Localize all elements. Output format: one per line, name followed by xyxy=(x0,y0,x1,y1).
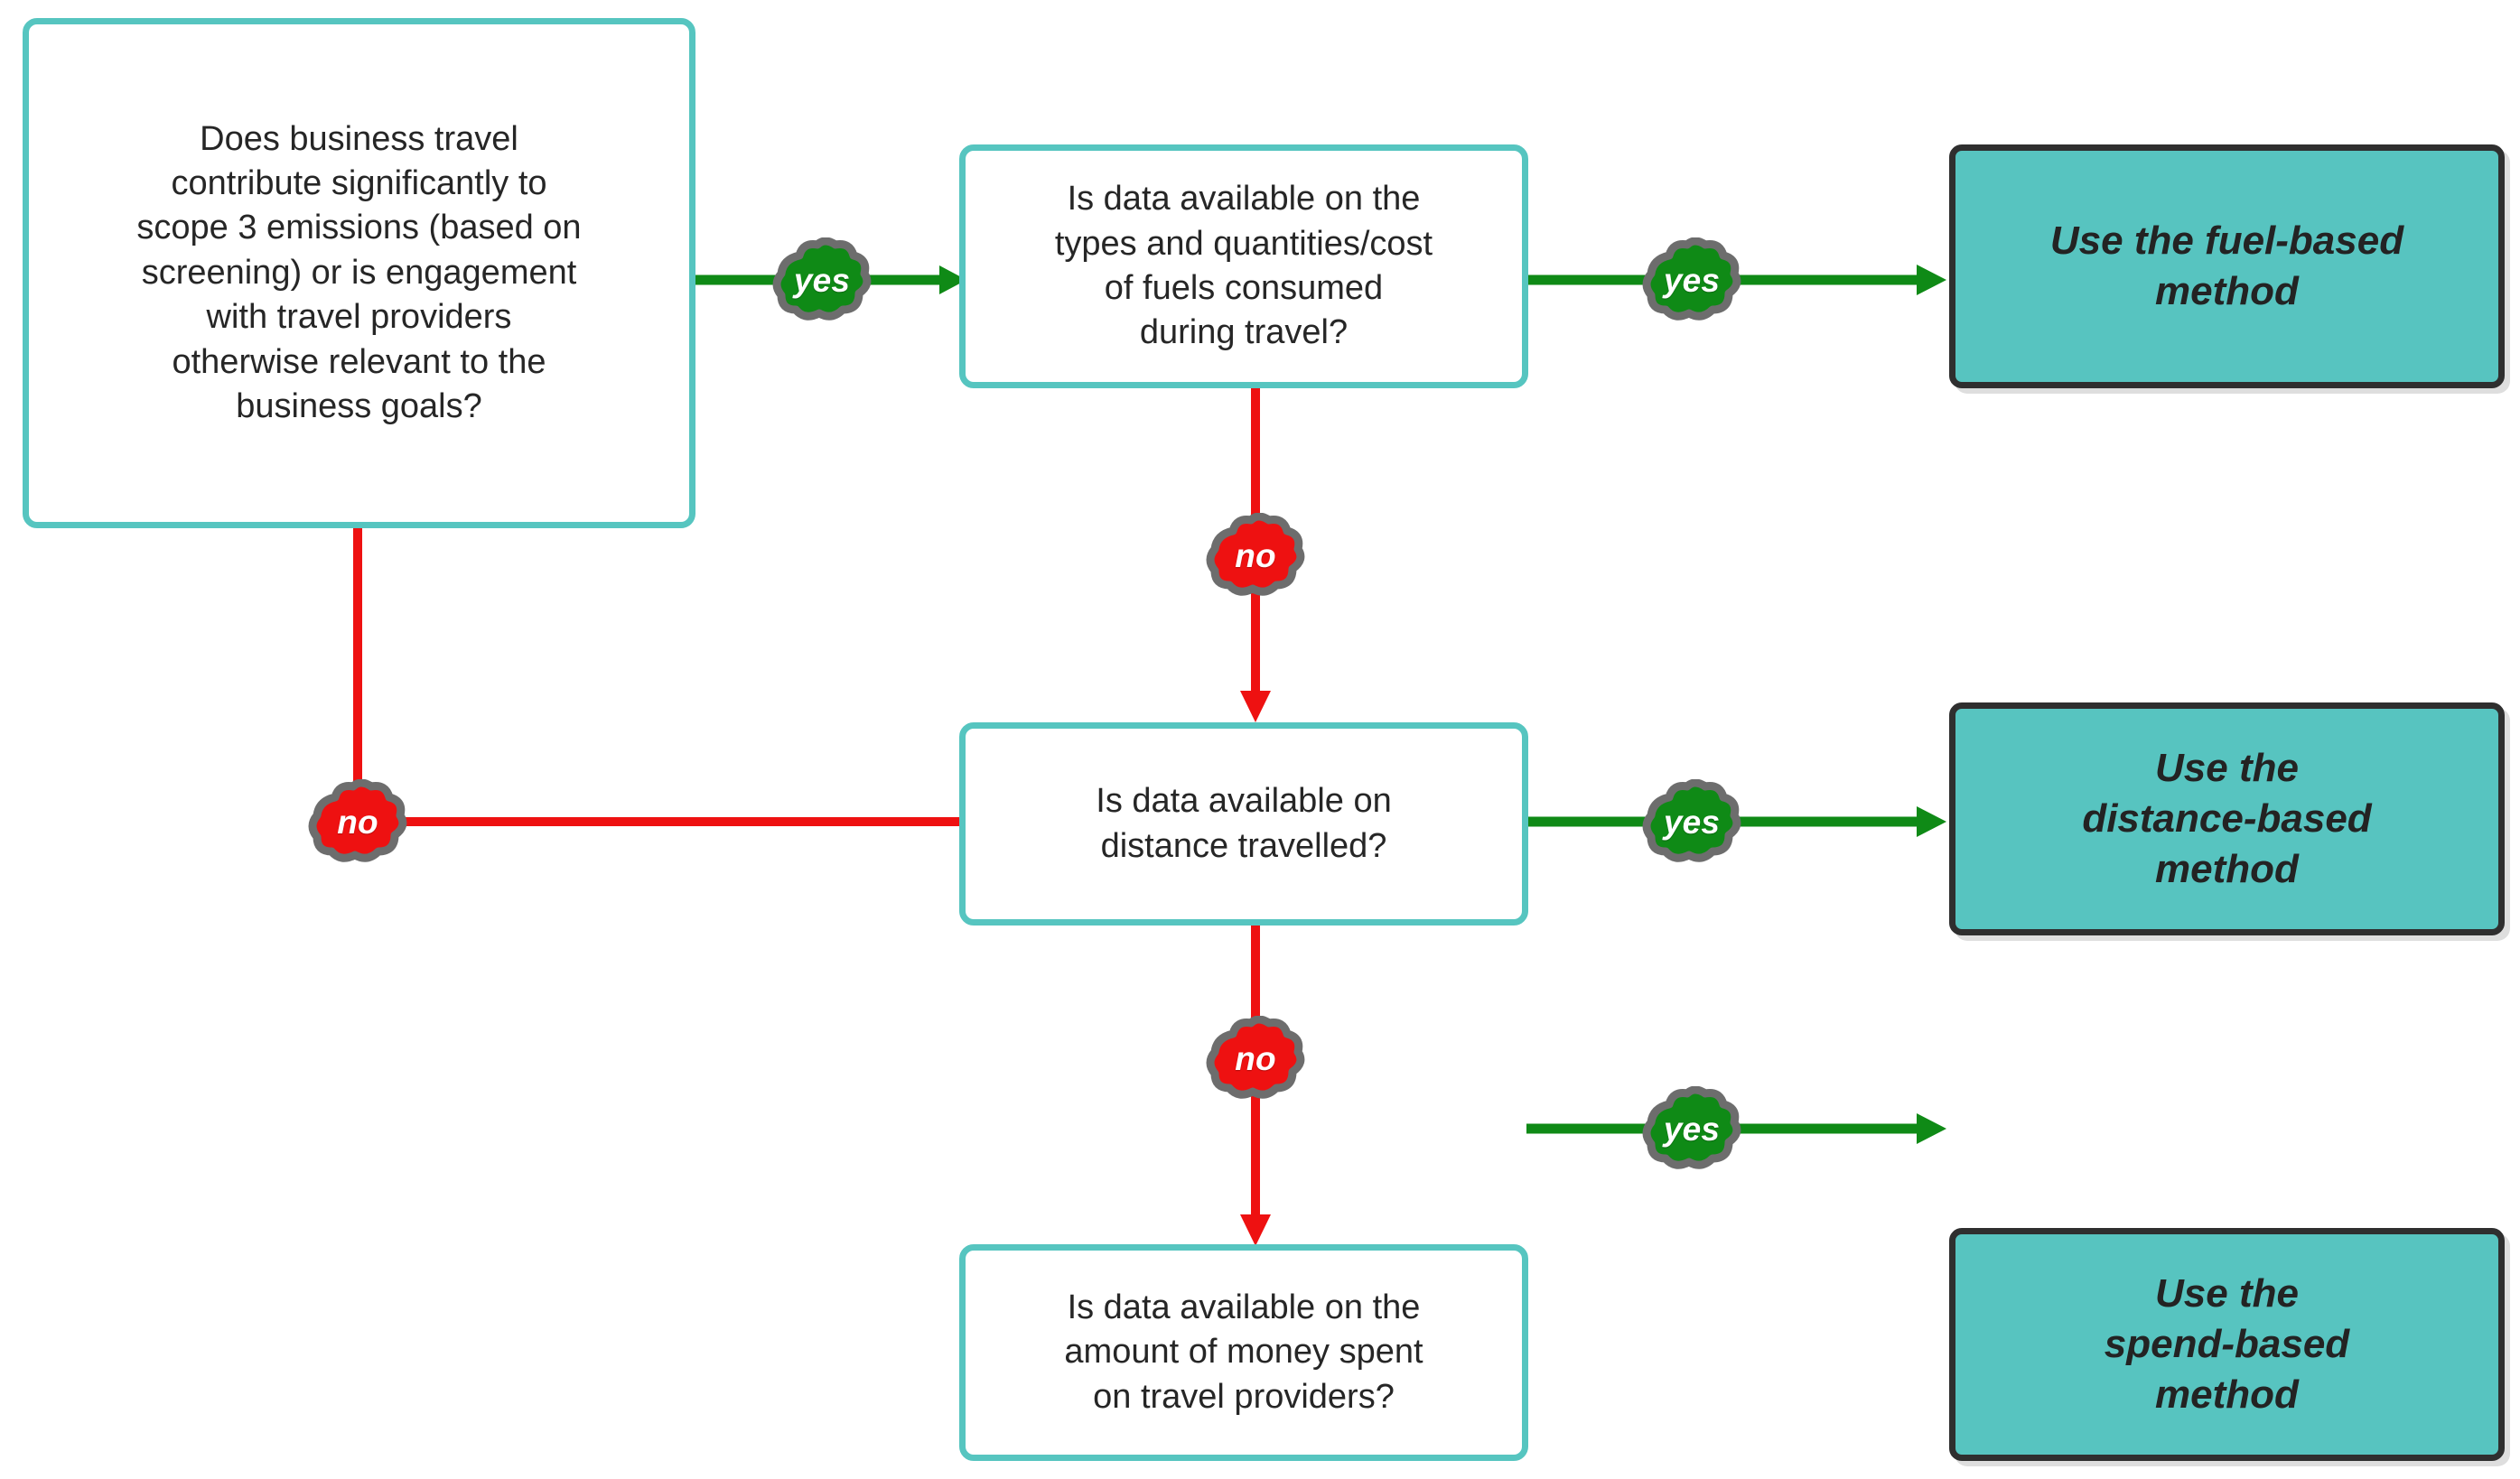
decision-spend-data[interactable]: Is data available on the amount of money… xyxy=(959,1244,1528,1461)
edge-label-significant-yes-text: yes xyxy=(793,261,851,299)
edge-label-fuel-no-text: no xyxy=(1235,536,1276,574)
edge-label-fuel-yes: yes xyxy=(1642,237,1741,322)
result-distance-based-method[interactable]: Use the distance-based method xyxy=(1949,702,2505,935)
decision-distance-data[interactable]: Is data available on distance travelled? xyxy=(959,722,1528,926)
decision-business-travel-significant-label: Does business travel contribute signific… xyxy=(136,119,582,425)
edge-label-fuel-no: no xyxy=(1206,513,1305,598)
decision-spend-data-label: Is data available on the amount of money… xyxy=(1064,1288,1423,1416)
cloud-badge-icon xyxy=(772,237,872,321)
edge-label-distance-yes: yes xyxy=(1642,779,1741,864)
decision-distance-data-label: Is data available on distance travelled? xyxy=(1096,782,1392,865)
result-spend-based-method-label: Use the spend-based method xyxy=(2104,1270,2350,1418)
edge-significant-no xyxy=(340,519,990,844)
cloud-badge-icon xyxy=(1206,1016,1305,1099)
edge-label-significant-no-text: no xyxy=(337,803,378,841)
edge-label-distance-yes-text: yes xyxy=(1663,803,1721,841)
edge-label-fuel-yes-text: yes xyxy=(1663,261,1721,299)
result-fuel-based-method-label: Use the fuel-based method xyxy=(2049,218,2404,313)
edge-label-distance-no: no xyxy=(1206,1016,1305,1101)
result-distance-based-method-label: Use the distance-based method xyxy=(2082,745,2372,892)
edge-label-distance-no-text: no xyxy=(1235,1039,1276,1077)
edge-label-significant-no: no xyxy=(308,779,407,864)
cloud-badge-icon xyxy=(1642,1086,1741,1169)
decision-fuel-data[interactable]: Is data available on the types and quant… xyxy=(959,144,1528,388)
edge-label-spend-yes-text: yes xyxy=(1663,1110,1721,1148)
cloud-badge-icon xyxy=(1642,237,1741,321)
decision-business-travel-significant[interactable]: Does business travel contribute signific… xyxy=(23,18,695,528)
cloud-badge-icon xyxy=(1206,513,1305,596)
cloud-badge-icon xyxy=(1642,779,1741,862)
edge-label-spend-yes: yes xyxy=(1642,1086,1741,1171)
cloud-badge-icon xyxy=(308,779,407,862)
edge-label-significant-yes: yes xyxy=(772,237,872,322)
decision-fuel-data-label: Is data available on the types and quant… xyxy=(1054,180,1433,352)
result-fuel-based-method[interactable]: Use the fuel-based method xyxy=(1949,144,2505,388)
result-spend-based-method[interactable]: Use the spend-based method xyxy=(1949,1228,2505,1461)
